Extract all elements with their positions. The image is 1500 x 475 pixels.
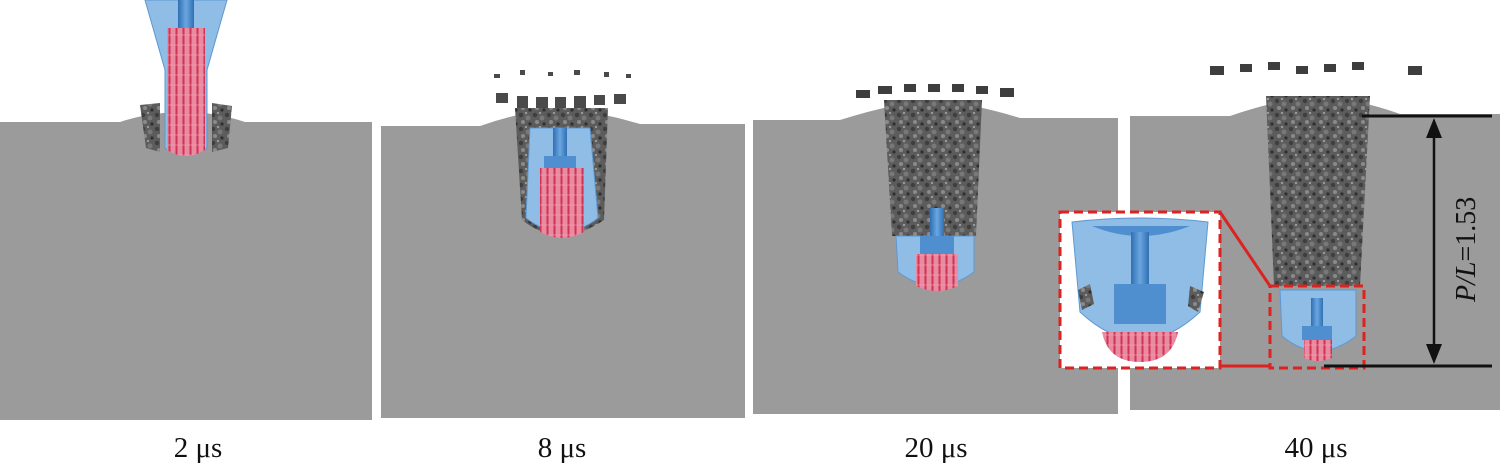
zoom-inset bbox=[1058, 210, 1222, 370]
frame-2us bbox=[0, 0, 372, 420]
time-label-40us: 40 μs bbox=[1284, 432, 1348, 464]
target-block bbox=[0, 112, 372, 420]
projectile-rod bbox=[1311, 298, 1323, 328]
fragment-mesh bbox=[167, 28, 205, 156]
time-label-8us: 8 μs bbox=[537, 432, 587, 464]
projectile-head bbox=[544, 156, 576, 168]
crater-wall bbox=[1266, 96, 1370, 286]
crater-wall bbox=[884, 100, 982, 236]
ejecta-debris bbox=[494, 70, 631, 108]
fragment-mesh bbox=[540, 168, 584, 238]
frame-8us bbox=[381, 70, 745, 418]
crater-wall bbox=[212, 103, 232, 152]
fragment-mesh bbox=[1304, 340, 1332, 361]
time-label-20us: 20 μs bbox=[904, 432, 968, 464]
projectile-head bbox=[1302, 326, 1332, 340]
projectile-head bbox=[920, 236, 954, 254]
time-label-2us: 2 μs bbox=[173, 432, 223, 464]
arrow-head-up bbox=[1426, 118, 1442, 138]
ejecta-debris bbox=[856, 84, 1014, 98]
arrow-head-down bbox=[1426, 344, 1442, 364]
projectile-rod bbox=[178, 0, 194, 30]
penetration-ratio-label: P/L=1.53 bbox=[1451, 196, 1482, 302]
ejecta-debris bbox=[1210, 62, 1422, 75]
crater-wall bbox=[140, 103, 160, 152]
zoom-connector bbox=[1218, 211, 1272, 287]
frame-20us bbox=[753, 84, 1118, 414]
frame-40us bbox=[1058, 62, 1500, 410]
fragment-mesh bbox=[916, 254, 958, 291]
zoom-source-box bbox=[1268, 284, 1366, 370]
target-block bbox=[381, 108, 745, 418]
projectile-rod bbox=[930, 208, 944, 242]
